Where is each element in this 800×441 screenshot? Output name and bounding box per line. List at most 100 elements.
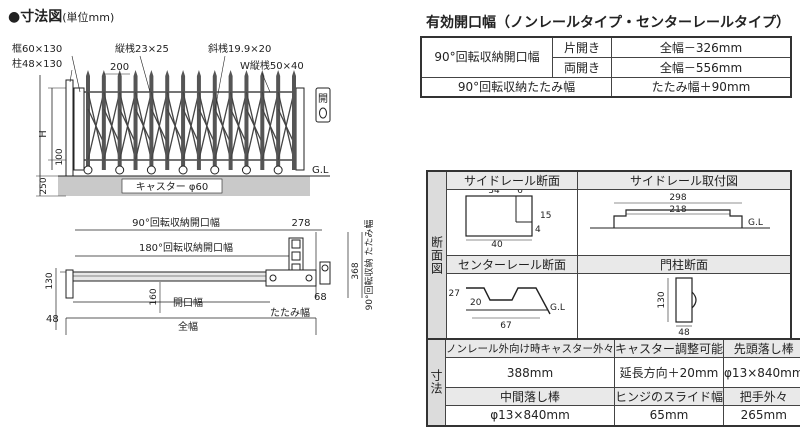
vertical-bar bbox=[260, 76, 265, 170]
vertical-bar bbox=[181, 76, 186, 170]
bar-tip bbox=[149, 70, 154, 76]
dims-v3: φ13×840mm bbox=[723, 357, 800, 388]
vertical-bar bbox=[149, 76, 154, 170]
vertical-bar bbox=[292, 76, 296, 170]
diagonal-bar bbox=[214, 108, 232, 144]
plan-gate-body bbox=[72, 271, 274, 282]
bar-tip bbox=[244, 70, 249, 76]
frame bbox=[73, 87, 85, 171]
center-rail-section-head: センターレール断面 bbox=[446, 255, 578, 274]
caster-wheel bbox=[146, 165, 156, 175]
plan-48-label: 48 bbox=[46, 314, 59, 325]
side-rail-mount-head: サイドレール取付図 bbox=[577, 170, 792, 190]
dims-h3: 先頭落し棒 bbox=[723, 338, 800, 358]
rot90-label: 90°回転収納開口幅 bbox=[132, 216, 220, 229]
vertical-bar-label: 縦桟23×25 bbox=[115, 42, 169, 55]
bar-tip bbox=[101, 70, 106, 76]
vertical-bar bbox=[212, 76, 217, 170]
full-width-label: 全幅 bbox=[178, 320, 198, 333]
lattice-bars bbox=[86, 70, 296, 170]
vertical-bar bbox=[165, 76, 170, 170]
opening-row2-head: 90°回転収納たたみ幅 bbox=[420, 76, 612, 98]
vertical-bar bbox=[133, 76, 138, 170]
diagonal-bar bbox=[103, 108, 121, 144]
dim-278-label: 278 bbox=[291, 218, 310, 229]
dims-h1: ノンレール外向け時キャスター外々 bbox=[445, 338, 615, 358]
right-title: 有効開口幅（ノンレールタイプ・センターレールタイプ） bbox=[426, 15, 790, 31]
caster-wheel bbox=[178, 165, 188, 175]
double-label: 両開き bbox=[552, 56, 612, 78]
dim-368-label: 368 bbox=[351, 262, 361, 279]
diagonal-bar-label: 斜桟19.9×20 bbox=[208, 42, 271, 55]
dim-68-label: 68 bbox=[314, 292, 327, 303]
dims-h4: 中間落し棒 bbox=[445, 387, 615, 406]
caster-label: キャスター φ60 bbox=[136, 181, 209, 193]
bar-tip bbox=[181, 70, 186, 76]
plan-folded bbox=[265, 269, 317, 287]
dims-v1: 388mm bbox=[445, 357, 615, 388]
diagonal-bar bbox=[230, 108, 248, 144]
dim-250-label: 250 bbox=[39, 177, 49, 194]
vertical-bar bbox=[228, 76, 233, 170]
dims-v6: 265mm bbox=[723, 405, 800, 426]
bar-tip bbox=[212, 70, 217, 76]
bar-tip bbox=[228, 70, 233, 76]
vertical-bar bbox=[86, 76, 90, 170]
plan-130-label: 130 bbox=[45, 272, 55, 289]
single-label: 片開き bbox=[552, 36, 612, 58]
opening-width-table: 90°回転収納開口幅 片開き 全幅－326mm 両開き 全幅－556mm 90°… bbox=[420, 36, 792, 98]
diagonal-bar bbox=[261, 108, 279, 144]
side-rail-section-head: サイドレール断面 bbox=[446, 170, 578, 190]
bar-tip bbox=[165, 70, 170, 76]
gl-label: G.L bbox=[312, 165, 329, 176]
bar-tip bbox=[276, 70, 281, 76]
dims-side-label: 寸法 bbox=[426, 338, 446, 426]
open-tag-label: 開 bbox=[318, 93, 328, 105]
post-section-head: 門柱断面 bbox=[577, 255, 792, 274]
plan-end-post bbox=[319, 261, 331, 285]
opening-row1-head: 90°回転収納開口幅 bbox=[420, 36, 553, 78]
diagonal-bar bbox=[87, 108, 105, 144]
folded-width-label: たたみ幅 bbox=[270, 306, 310, 319]
section-table: 断面図 サイドレール断面 サイドレール取付図 センターレール断面 門柱断面 bbox=[426, 170, 792, 341]
bar-tip bbox=[133, 70, 138, 76]
page-title-text: ●寸法図 bbox=[8, 9, 63, 25]
caster-wheel bbox=[83, 165, 93, 175]
open-tag-icon bbox=[319, 107, 327, 119]
dim-100-label: 100 bbox=[55, 148, 65, 165]
diagonal-bar bbox=[182, 108, 200, 144]
caster-wheel bbox=[115, 165, 125, 175]
diagonal-bar bbox=[198, 108, 216, 144]
post bbox=[65, 79, 74, 177]
vertical-bar bbox=[117, 76, 122, 170]
section-side-label: 断面図 bbox=[426, 170, 447, 340]
casters bbox=[83, 165, 283, 175]
rot90-folded-label: 90°回転収納 たたみ幅 bbox=[363, 220, 375, 311]
opening-row2-value: たたみ幅＋90mm bbox=[611, 76, 792, 98]
plan-160-label: 160 bbox=[149, 288, 159, 305]
single-value: 全幅－326mm bbox=[611, 36, 792, 58]
dims-v4: φ13×840mm bbox=[445, 405, 615, 426]
rot180-label: 180°回転収納開口幅 bbox=[139, 241, 233, 254]
page-title: ●寸法図(単位mm) bbox=[8, 6, 114, 26]
frame-label: 框60×130 bbox=[12, 42, 62, 55]
plan-post bbox=[65, 269, 74, 299]
diagonal-bar bbox=[134, 108, 152, 144]
unit-label: (単位mm) bbox=[62, 11, 115, 24]
dims-table: 寸法 ノンレール外向け時キャスター外々 キャスター調整可能 先頭落し棒 388m… bbox=[426, 338, 800, 427]
vertical-bar bbox=[101, 76, 106, 170]
dims-h2: キャスター調整可能 bbox=[613, 338, 725, 358]
end-post bbox=[295, 87, 305, 171]
post-label: 柱48×130 bbox=[12, 57, 62, 70]
bar-tip bbox=[117, 70, 122, 76]
dims-h6: 把手外々 bbox=[723, 387, 800, 406]
diagonal-bar bbox=[166, 108, 184, 144]
diagonal-bar bbox=[245, 108, 263, 144]
bar-tip bbox=[292, 70, 296, 76]
dims-v5: 65mm bbox=[613, 405, 725, 426]
caster-wheel bbox=[210, 165, 220, 175]
pitch-label: 200 bbox=[110, 62, 129, 73]
diagonal-bar bbox=[150, 108, 168, 144]
w-bar-label: W縦桟50×40 bbox=[240, 59, 304, 72]
vertical-bar bbox=[244, 76, 249, 170]
